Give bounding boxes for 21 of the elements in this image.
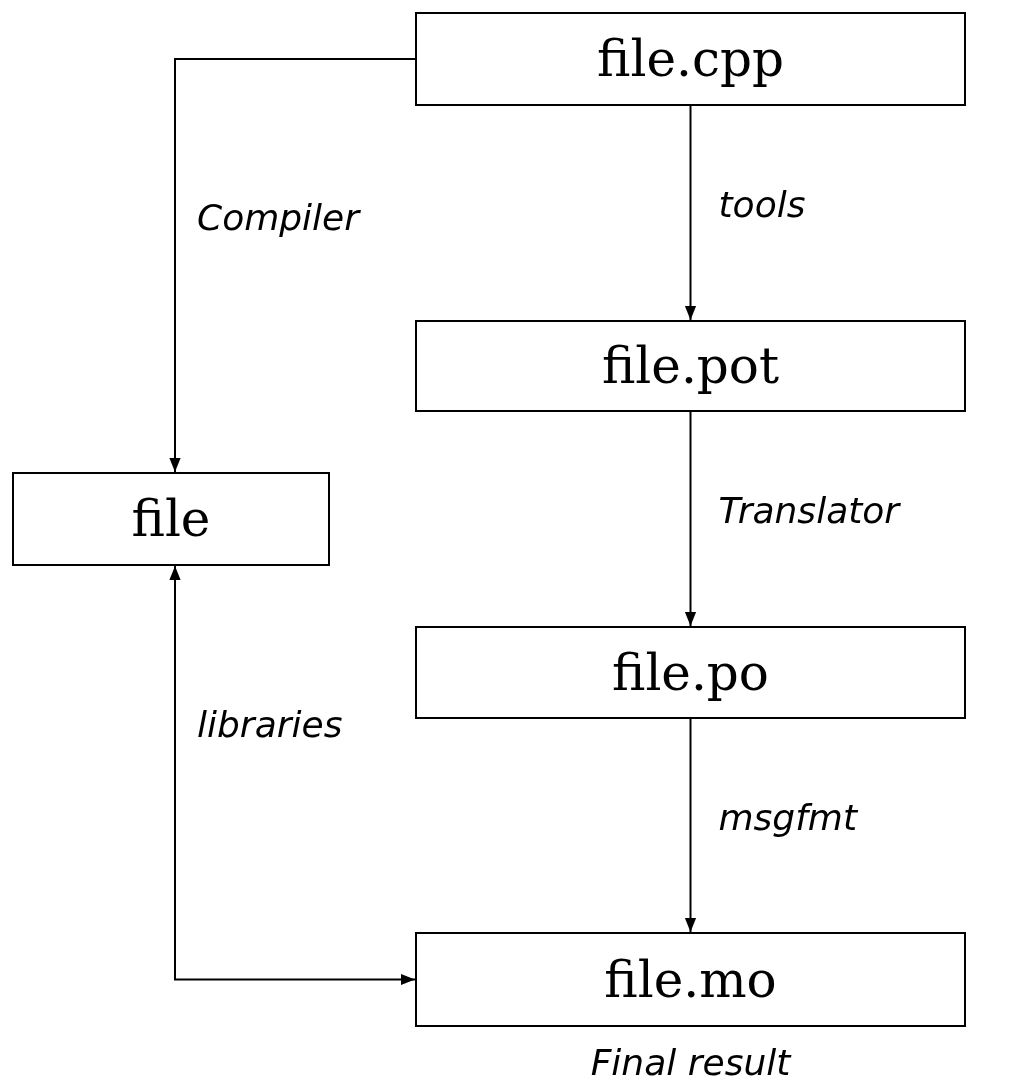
arrow bbox=[684, 718, 697, 933]
file-box bbox=[415, 12, 966, 106]
edge-label: Compiler bbox=[197, 195, 360, 239]
arrow bbox=[169, 58, 416, 473]
arrow bbox=[684, 105, 697, 321]
arrow bbox=[684, 411, 697, 627]
file-box bbox=[415, 932, 966, 1027]
edge-label: Translator bbox=[718, 489, 900, 533]
file-name: file.mo bbox=[604, 950, 777, 1009]
file-name: file.pot bbox=[602, 337, 779, 395]
edge-label: msgfmt bbox=[718, 795, 858, 839]
file-box bbox=[415, 626, 966, 719]
edge-label: tools bbox=[718, 183, 806, 227]
node-caption: Final result bbox=[590, 1041, 791, 1085]
file-name: file bbox=[131, 490, 211, 548]
edge-label: libraries bbox=[197, 702, 343, 746]
arrow bbox=[169, 565, 416, 986]
file-box bbox=[415, 320, 966, 412]
file-name: file.cpp bbox=[597, 30, 784, 88]
file-name: file.po bbox=[612, 643, 769, 702]
file-box bbox=[12, 472, 330, 566]
